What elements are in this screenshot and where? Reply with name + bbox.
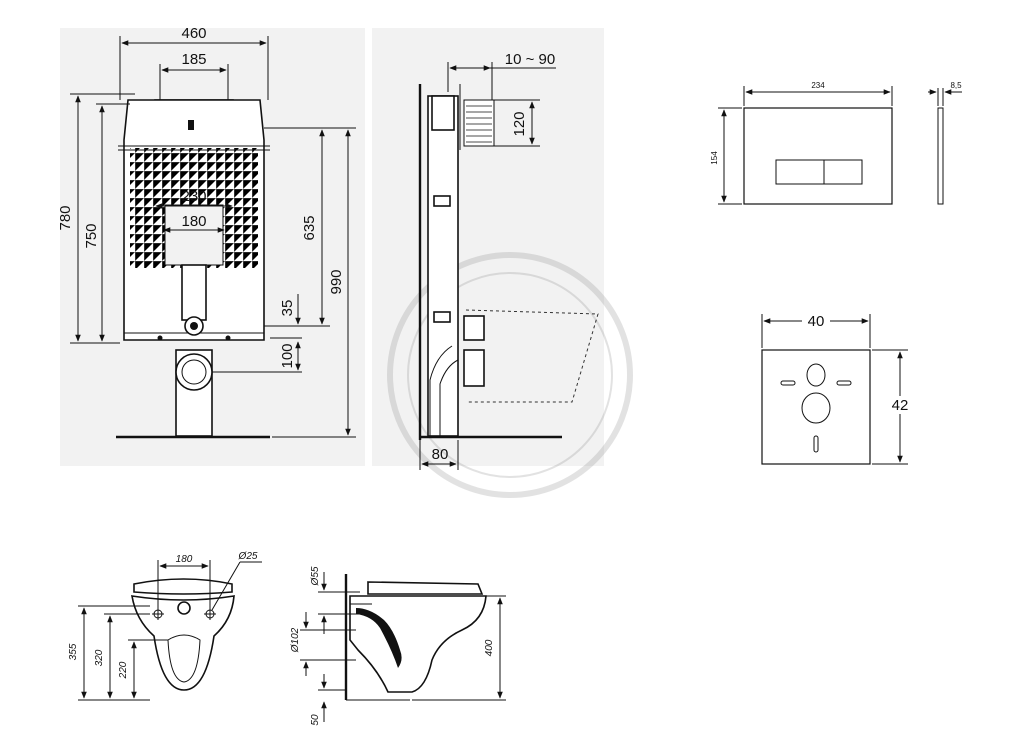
dim-8-5: 8,5 (950, 81, 962, 90)
dim-10-90: 10 ~ 90 (505, 51, 555, 68)
dim-990: 990 (328, 269, 345, 294)
dim-320: 320 (94, 649, 105, 666)
dim-120: 120 (511, 111, 528, 136)
dim-50: 50 (310, 714, 321, 726)
flush-plate-drawing: 234 154 8,5 (710, 81, 962, 205)
dim-d102: Ø102 (290, 627, 301, 653)
dim-400: 400 (484, 639, 495, 656)
flush-plate (743, 107, 893, 205)
dim-750: 750 (83, 223, 100, 248)
dim-230: 230 (181, 188, 206, 205)
dim-100: 100 (279, 343, 296, 368)
bowl-side-trap (356, 608, 402, 668)
mounting-plate-drawing: 40 42 (761, 312, 912, 465)
watermark-logo (387, 252, 633, 498)
dim-635: 635 (301, 215, 318, 240)
flush-plate-side (937, 107, 944, 205)
front-view-dimensions: 460 185 230 180 780 750 635 990 35 (57, 25, 356, 438)
bowl-side-lid (367, 581, 484, 595)
dim-42: 42 (892, 397, 909, 414)
bowl-side-body (349, 595, 487, 693)
dim-460: 460 (181, 25, 206, 42)
flush-button-left (775, 159, 825, 185)
side-view-panel (372, 28, 604, 466)
dim-234: 234 (811, 81, 825, 90)
dim-d25: Ø25 (238, 551, 258, 562)
side-view-dimensions: 10 ~ 90 120 80 (419, 51, 556, 470)
bowl-front-drawing: 180 Ø25 355 320 220 (68, 551, 262, 701)
dim-355: 355 (68, 643, 79, 660)
bowl-outline-dashed (465, 309, 599, 403)
dim-185: 185 (181, 51, 206, 68)
dim-40: 40 (808, 313, 825, 330)
dim-780: 780 (57, 205, 74, 230)
dim-bowl-180: 180 (176, 554, 193, 565)
dim-d55: Ø55 (310, 566, 321, 586)
bowl-side-drawing: Ø55 Ø102 50 400 (290, 566, 506, 726)
dim-220: 220 (118, 661, 129, 679)
dim-80: 80 (432, 446, 449, 463)
dim-180: 180 (181, 213, 206, 230)
frame-front-view (116, 99, 270, 439)
side-frame (427, 95, 459, 437)
flush-button-right (823, 159, 863, 185)
dim-154: 154 (710, 151, 719, 165)
seat-lid (133, 578, 233, 595)
dim-35: 35 (279, 300, 296, 317)
frame-side-view (418, 84, 599, 440)
